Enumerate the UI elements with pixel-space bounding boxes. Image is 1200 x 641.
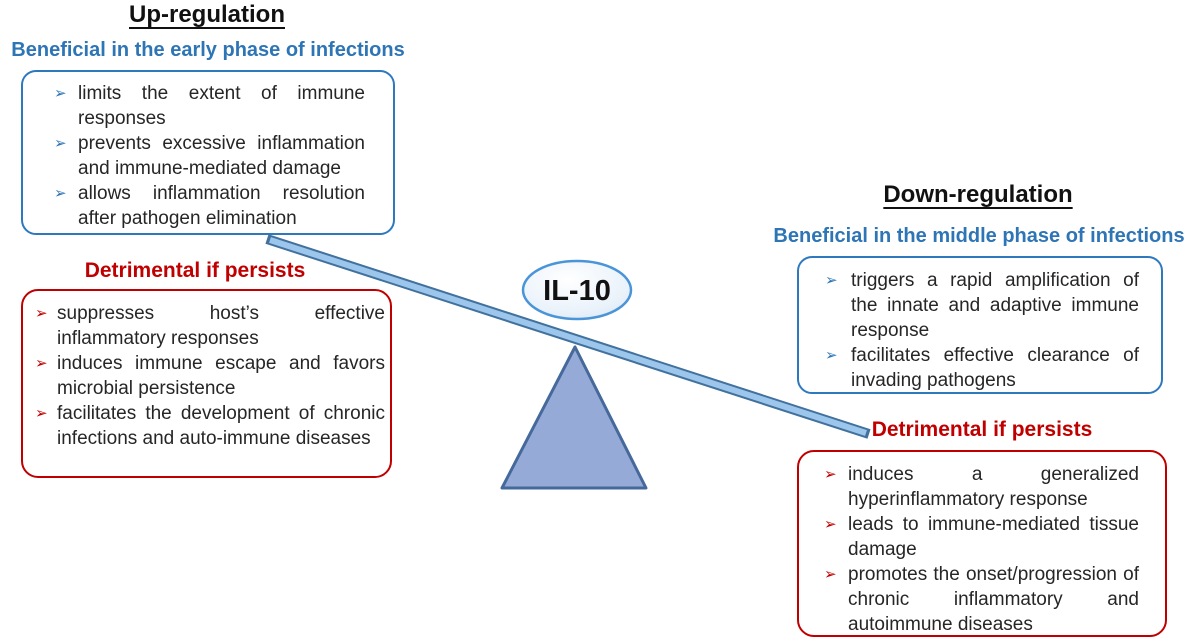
list-item: ➢ suppresses host’s effective inflammato… <box>33 301 385 351</box>
arrow-bullet-icon: ➢ <box>824 515 837 533</box>
down-beneficial-box: ➢ triggers a rapid amplification of the … <box>797 256 1163 394</box>
down-detrimental-box: ➢ induces a generalized hyperinflammator… <box>797 450 1167 637</box>
arrow-bullet-icon: ➢ <box>54 184 67 202</box>
list-item: ➢ allows inflammation resolution after p… <box>52 181 365 231</box>
list-item-text: limits the extent of immune responses <box>78 83 365 129</box>
list-item: ➢ limits the extent of immune responses <box>52 81 365 131</box>
list-item: ➢ facilitates the development of chronic… <box>33 401 385 451</box>
up-beneficial-subtitle: Beneficial in the early phase of infecti… <box>11 39 405 61</box>
list-item: ➢ triggers a rapid amplification of the … <box>823 268 1139 343</box>
il10-label: IL-10 <box>543 275 611 307</box>
down-beneficial-subtitle: Beneficial in the middle phase of infect… <box>773 225 1185 247</box>
list-item: ➢ prevents excessive inflammation and im… <box>52 131 365 181</box>
il10-ellipse <box>521 259 633 321</box>
fulcrum-triangle <box>500 345 648 490</box>
arrow-bullet-icon: ➢ <box>54 84 67 102</box>
arrow-bullet-icon: ➢ <box>824 465 837 483</box>
list-item-text: triggers a rapid amplification of the in… <box>851 270 1139 341</box>
arrow-bullet-icon: ➢ <box>825 271 838 289</box>
list-item: ➢ induces immune escape and favors micro… <box>33 351 385 401</box>
list-item: ➢ leads to immune-mediated tissue damage <box>822 512 1139 562</box>
list-item-text: induces a generalized hyperinflammatory … <box>848 464 1139 510</box>
list-item-text: facilitates effective clearance of invad… <box>851 345 1139 391</box>
arrow-bullet-icon: ➢ <box>825 346 838 364</box>
arrow-bullet-icon: ➢ <box>824 565 837 583</box>
list-item-text: prevents excessive inflammation and immu… <box>78 133 365 179</box>
arrow-bullet-icon: ➢ <box>35 304 48 322</box>
list-item: ➢ promotes the onset/progression of chro… <box>822 562 1139 637</box>
arrow-bullet-icon: ➢ <box>35 354 48 372</box>
up-beneficial-box: ➢ limits the extent of immune responses … <box>21 70 395 235</box>
list-item-text: allows inflammation resolution after pat… <box>78 183 365 229</box>
down-regulation-title: Down-regulation <box>883 181 1073 208</box>
arrow-bullet-icon: ➢ <box>54 134 67 152</box>
seesaw-beam <box>269 237 867 436</box>
list-item-text: leads to immune-mediated tissue damage <box>848 514 1139 560</box>
list-item-text: facilitates the development of chronic i… <box>57 403 385 449</box>
arrow-bullet-icon: ➢ <box>35 404 48 422</box>
up-detrimental-label: Detrimental if persists <box>84 259 306 282</box>
down-detrimental-label: Detrimental if persists <box>871 418 1093 441</box>
list-item-text: promotes the onset/progression of chroni… <box>848 564 1139 635</box>
list-item: ➢ facilitates effective clearance of inv… <box>823 343 1139 393</box>
list-item-text: induces immune escape and favors microbi… <box>57 353 385 399</box>
list-item-text: suppresses host’s effective inflammatory… <box>57 303 385 349</box>
up-regulation-title: Up-regulation <box>129 1 285 28</box>
up-detrimental-box: ➢ suppresses host’s effective inflammato… <box>21 289 392 478</box>
list-item: ➢ induces a generalized hyperinflammator… <box>822 462 1139 512</box>
